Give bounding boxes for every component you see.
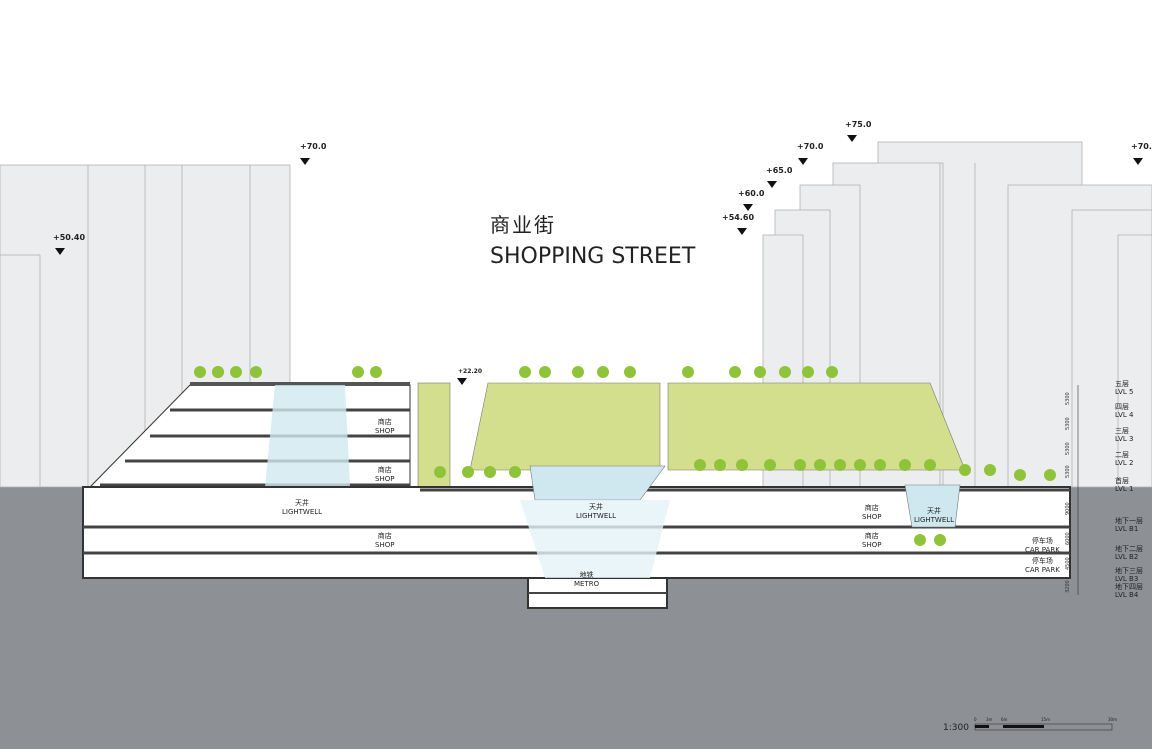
tree (736, 459, 748, 471)
elevation-marker (767, 181, 777, 188)
tree (352, 366, 364, 378)
elevation-marker (300, 158, 310, 165)
tree (230, 366, 242, 378)
tree (462, 466, 474, 478)
elevation-label: +70.0 (300, 142, 327, 151)
tree (826, 366, 838, 378)
tree (694, 459, 706, 471)
tree (754, 366, 766, 378)
tree (899, 459, 911, 471)
scale-tick: 15m (1041, 717, 1050, 722)
elevation-marker (457, 378, 467, 385)
scale-tick: 6m (1001, 717, 1008, 722)
elevation-marker (743, 204, 753, 211)
elevation-label: +50.40 (53, 233, 86, 242)
elevation-markers (55, 135, 1143, 385)
trees (194, 366, 1056, 546)
elevation-label: +65.0 (766, 166, 793, 175)
elevation-marker (847, 135, 857, 142)
dimension-value: 5300 (1065, 465, 1071, 478)
elevation-label: +60.0 (738, 189, 765, 198)
tree (624, 366, 636, 378)
tree (1044, 469, 1056, 481)
tree (597, 366, 609, 378)
tree (682, 366, 694, 378)
tree (914, 534, 926, 546)
tree (212, 366, 224, 378)
tree (539, 366, 551, 378)
tree (1014, 469, 1026, 481)
elevation-label: +75.0 (845, 120, 872, 129)
dimension-value: 5300 (1065, 417, 1071, 430)
elevation-label: +70.0 (1131, 142, 1152, 151)
elevation-label: +54.60 (722, 213, 755, 222)
title-chinese: 商业街 (490, 213, 556, 237)
left-podium (88, 382, 411, 488)
tree (729, 366, 741, 378)
tree (572, 366, 584, 378)
scale-tick: 30m (1108, 717, 1117, 722)
tree (959, 464, 971, 476)
tree (509, 466, 521, 478)
tree (802, 366, 814, 378)
dimension-value: 5300 (1065, 442, 1071, 455)
dimension-value: 3200 (1065, 580, 1071, 593)
elevation-label: +70.0 (797, 142, 824, 151)
tree (764, 459, 776, 471)
dimension-value: 6000 (1065, 532, 1071, 545)
elevation-marker (798, 158, 808, 165)
scale-bar-graphic (974, 723, 1113, 731)
tree (250, 366, 262, 378)
scale-ratio: 1:300 (943, 723, 969, 733)
tree (934, 534, 946, 546)
tree (874, 459, 886, 471)
tree (779, 366, 791, 378)
title-english: SHOPPING STREET (490, 244, 696, 269)
tree (924, 459, 936, 471)
basement (82, 465, 1071, 609)
dimension-value: 5300 (1065, 392, 1071, 405)
tree (834, 459, 846, 471)
elevation-marker (55, 248, 65, 255)
tree (984, 464, 996, 476)
tree (814, 459, 826, 471)
elevation-marker (1133, 158, 1143, 165)
scale-tick: 0 (974, 717, 977, 722)
tree (194, 366, 206, 378)
tree (714, 459, 726, 471)
dimension-value: 4500 (1065, 557, 1071, 570)
elevation-label: +22.20 (458, 368, 483, 375)
tree (370, 366, 382, 378)
green-roof-masses (417, 382, 966, 488)
scale-tick: 3m (986, 717, 993, 722)
tree (519, 366, 531, 378)
tree (434, 466, 446, 478)
tree (854, 459, 866, 471)
tree (794, 459, 806, 471)
tree (484, 466, 496, 478)
elevation-marker (737, 228, 747, 235)
dimension-value: 9000 (1065, 502, 1071, 515)
